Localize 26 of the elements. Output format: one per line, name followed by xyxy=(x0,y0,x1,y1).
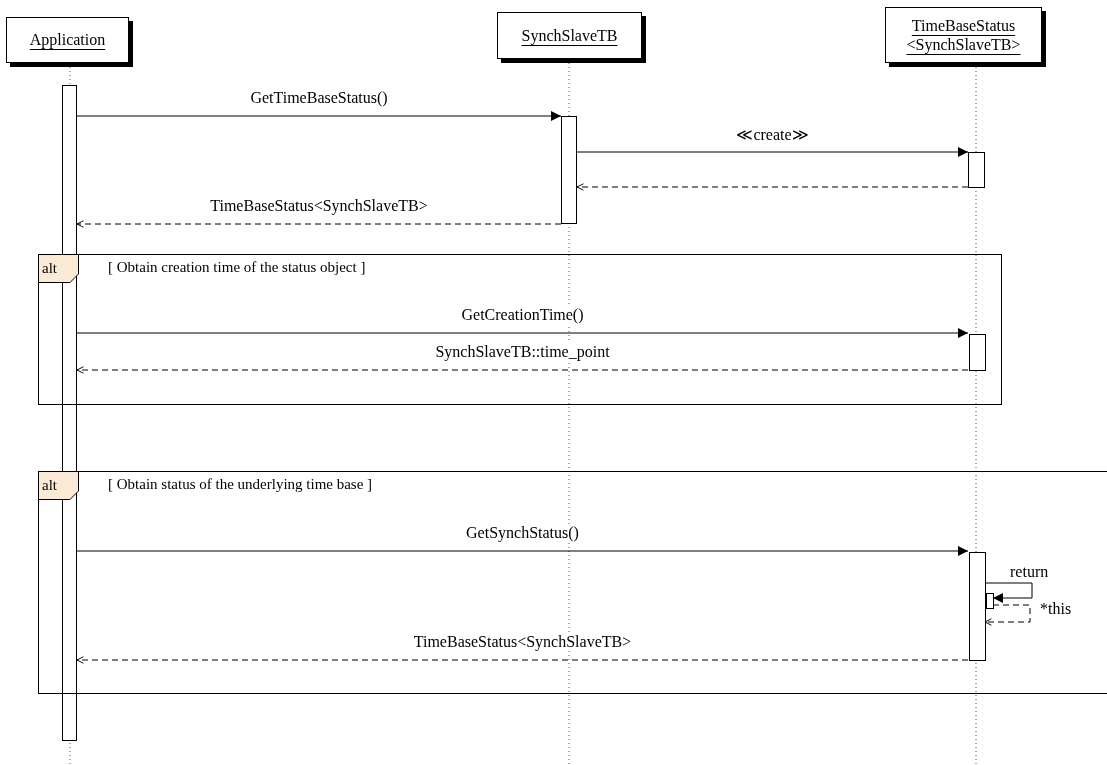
message-arrow xyxy=(984,582,1033,603)
fragment-operator-tab: alt xyxy=(38,471,79,500)
activation-bar xyxy=(986,593,994,609)
object-name: Application xyxy=(29,30,106,50)
fragment-operator-tab: alt xyxy=(38,254,79,283)
object-name: SynchSlaveTB xyxy=(521,25,618,46)
message-arrow xyxy=(76,111,562,121)
message-label: TimeBaseStatus<SynchSlaveTB> xyxy=(411,633,634,651)
combined-fragment-frame xyxy=(38,471,1107,694)
activation-bar xyxy=(969,334,986,371)
combined-fragment-frame xyxy=(38,254,1002,405)
guard-condition: [ Obtain creation time of the status object ] xyxy=(108,259,366,276)
message-arrow xyxy=(576,147,969,157)
message-label: GetCreationTime() xyxy=(459,306,586,324)
message-label: TimeBaseStatus<SynchSlaveTB> xyxy=(208,197,430,215)
object-name: TimeBaseStatus <SynchSlaveTB> xyxy=(905,15,1022,55)
activation-bar xyxy=(561,116,577,224)
message-label: GetTimeBaseStatus() xyxy=(248,89,390,107)
message-arrow xyxy=(76,546,969,556)
activation-bar xyxy=(62,85,77,741)
activation-bar xyxy=(969,552,986,661)
message-label: GetSynchStatus() xyxy=(464,524,581,542)
message-label: SynchSlaveTB::time_point xyxy=(433,343,612,361)
message-arrow xyxy=(76,328,969,338)
activation-bar xyxy=(968,152,985,188)
guard-condition: [ Obtain status of the underlying time base ] xyxy=(108,476,373,493)
